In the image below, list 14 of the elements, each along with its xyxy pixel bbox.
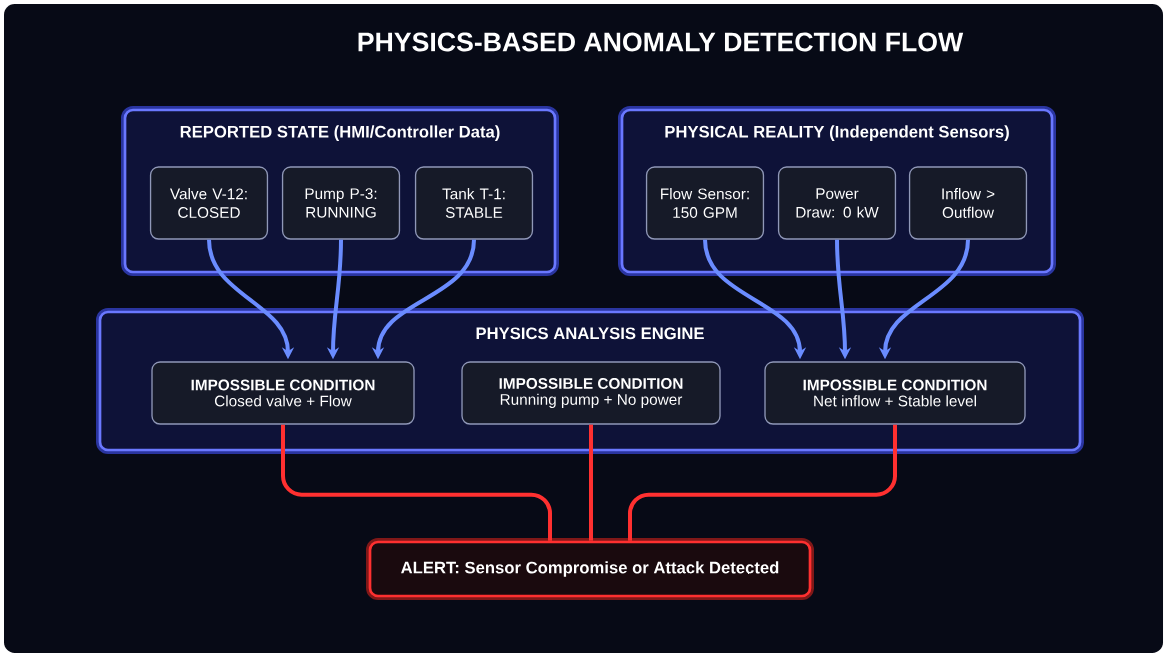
status-box: Pump P-3: RUNNING [281,166,401,240]
alert-box: ALERT: Sensor Compromise or Attack Detected [366,538,814,600]
condition-box: IMPOSSIBLE CONDITION Net inflow + Stable level [764,361,1026,425]
connector [281,424,552,541]
condition-box: IMPOSSIBLE CONDITION Running pump + No power [461,361,721,425]
status-box: Valve V-12: CLOSED [149,166,269,240]
title: PHYSICS-BASED ANOMALY DETECTION FLOW [358,32,964,52]
connector [628,424,897,541]
status-box: Power Draw: 0 kW [777,166,897,240]
connector [589,424,593,541]
status-box: Tank T-1: STABLE [414,166,534,240]
status-box: Flow Sensor: 150 GPM [645,166,765,240]
condition-box: IMPOSSIBLE CONDITION Closed valve + Flow [151,361,415,425]
status-box: Inflow > Outflow [908,166,1028,240]
